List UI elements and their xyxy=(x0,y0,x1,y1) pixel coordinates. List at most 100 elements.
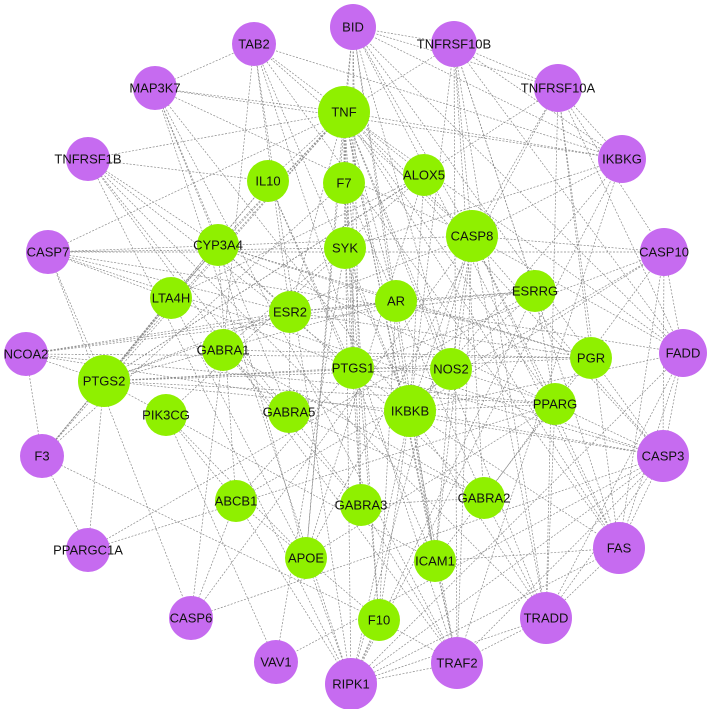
node-circle xyxy=(133,66,177,110)
node-gabra3: GABRA3 xyxy=(335,484,387,526)
edge-casp8-casp10 xyxy=(471,235,665,253)
node-f10: F10 xyxy=(358,599,400,641)
edge-tnfrsf10b-esrrg xyxy=(453,43,536,292)
edge-casp3-vav1 xyxy=(275,455,664,663)
node-label: CYP3A4 xyxy=(193,238,243,253)
edge-casp3-bid xyxy=(352,26,664,457)
node-label: GABRA5 xyxy=(263,405,316,420)
node-circle xyxy=(534,383,576,425)
node-circle xyxy=(593,522,645,574)
node-label: MAP3K7 xyxy=(129,81,180,96)
node-label: NOS2 xyxy=(433,362,468,377)
node-label: TAB2 xyxy=(238,37,270,52)
edge-syk-gabra3 xyxy=(344,247,362,506)
edge-fadd-tradd xyxy=(545,352,684,619)
edge-alox5-lta4h xyxy=(170,174,425,299)
edge-tnf-casp7 xyxy=(47,111,345,253)
edge-f7-gabra2 xyxy=(343,182,485,499)
edge-tradd-pparg xyxy=(545,403,556,619)
edge-tnf-nos2 xyxy=(343,111,452,370)
node-label: APOE xyxy=(288,551,324,566)
node-apoe: APOE xyxy=(285,537,327,579)
node-fadd: FADD xyxy=(659,329,707,377)
edge-cyp3a4-abcb1 xyxy=(217,244,237,502)
node-ptgs1: PTGS1 xyxy=(332,347,375,389)
node-label: ICAM1 xyxy=(415,554,455,569)
node-circle xyxy=(330,4,376,50)
node-lta4h: LTA4H xyxy=(150,277,192,319)
node-circle xyxy=(375,280,417,322)
edge-tnf-icam1 xyxy=(343,111,436,562)
edge-fas-ripk1 xyxy=(350,547,620,685)
node-label: ALOX5 xyxy=(403,168,445,183)
node-casp6: CASP6 xyxy=(169,596,213,640)
edge-f3-cyp3a4 xyxy=(41,244,219,457)
node-ptgs2: PTGS2 xyxy=(78,355,130,407)
node-circle xyxy=(254,640,298,684)
node-vav1: VAV1 xyxy=(254,640,298,684)
edge-tnfrsf1b-cyp3a4 xyxy=(87,158,219,246)
node-circle xyxy=(197,224,239,266)
edge-fadd-casp7 xyxy=(47,251,684,354)
edge-cyp3a4-pgr xyxy=(217,244,592,359)
node-circle xyxy=(20,434,64,478)
node-label: CASP3 xyxy=(642,449,685,464)
edge-esr2-gabra5 xyxy=(288,311,291,413)
node-label: CASP8 xyxy=(451,229,494,244)
node-f7: F7 xyxy=(323,162,365,204)
edge-ptgs2-pparg xyxy=(103,380,556,405)
edge-ikbkb-casp3 xyxy=(409,410,664,457)
node-label: CASP6 xyxy=(170,611,213,626)
edge-ikbkg-tab2 xyxy=(253,43,623,160)
node-label: F7 xyxy=(336,176,351,191)
node-circle xyxy=(384,385,436,437)
edge-tnfrsf10a-casp10 xyxy=(557,87,665,253)
node-circle xyxy=(145,394,187,436)
node-label: NCOA2 xyxy=(4,347,49,362)
edge-lta4h-ptgs1 xyxy=(170,297,354,369)
edge-casp8-pparg xyxy=(471,235,556,405)
edge-syk-pik3cg xyxy=(165,247,346,416)
node-label: PTGS1 xyxy=(332,361,375,376)
node-circle xyxy=(269,291,311,333)
edge-ptgs1-abcb1 xyxy=(235,367,354,502)
node-circle xyxy=(534,64,582,112)
edge-tnfrsf1b-gabra5 xyxy=(87,158,290,413)
edge-nos2-icam1 xyxy=(434,368,452,562)
edge-tnf-ripk1 xyxy=(343,111,352,685)
node-label: IKBKB xyxy=(391,404,429,419)
node-circle xyxy=(169,596,213,640)
edge-tnfrsf10b-gabra2 xyxy=(453,43,485,499)
edge-ikbkg-map3k7 xyxy=(154,87,623,160)
node-circle xyxy=(403,154,445,196)
edge-casp7-casp6 xyxy=(47,251,192,619)
edge-casp8-tab2 xyxy=(253,43,473,237)
edge-tnfrsf10a-apoe xyxy=(305,87,559,559)
node-ikbkb: IKBKB xyxy=(384,385,436,437)
edge-ar-pgr xyxy=(395,300,592,359)
edge-ptgs1-casp3 xyxy=(352,367,664,457)
edge-tnf-map3k7 xyxy=(154,87,345,113)
node-label: PGR xyxy=(577,351,605,366)
edge-ptgs2-casp7 xyxy=(47,251,105,382)
edge-f3-f10 xyxy=(41,455,380,621)
edge-ptgs2-nos2 xyxy=(103,368,452,382)
node-circle xyxy=(520,592,572,644)
node-tnf: TNF xyxy=(318,86,370,138)
edge-gabra1-gabra2 xyxy=(222,349,485,499)
node-label: CASP7 xyxy=(27,245,70,260)
node-label: TNF xyxy=(331,105,356,120)
node-syk: SYK xyxy=(324,227,366,269)
node-icam1: ICAM1 xyxy=(414,540,456,582)
edge-ikbkb-fas xyxy=(409,410,620,549)
edge-il10-ptgs1 xyxy=(267,180,354,369)
edge-casp8-traf2 xyxy=(456,235,473,664)
edge-casp8-fadd xyxy=(471,235,684,354)
node-map3k7: MAP3K7 xyxy=(129,66,181,110)
node-label: ESRRG xyxy=(512,284,558,299)
node-circle xyxy=(637,430,689,482)
edge-tnf-tnfrsf1b xyxy=(87,111,345,160)
node-pik3cg: PIK3CG xyxy=(142,394,190,436)
node-label: AR xyxy=(387,294,405,309)
